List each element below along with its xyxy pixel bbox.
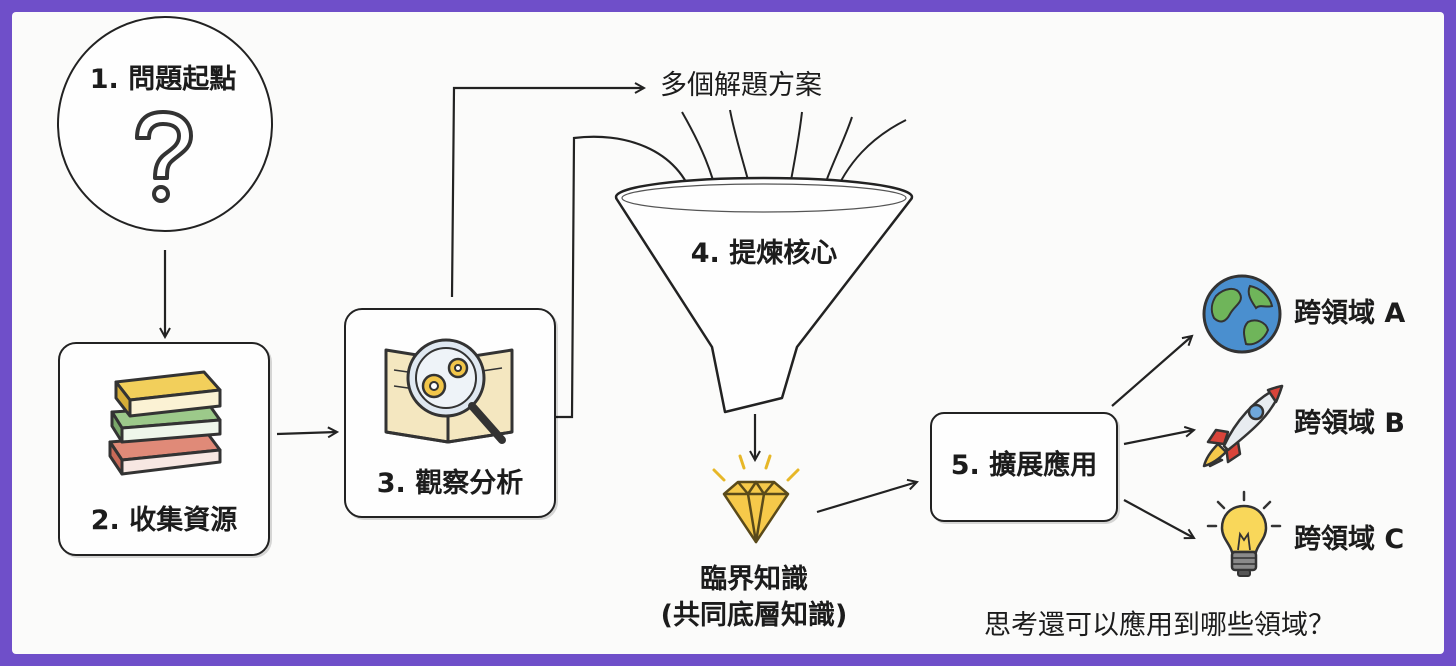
book-stack-icon bbox=[100, 360, 230, 489]
step4-label: 4. 提煉核心 bbox=[690, 238, 838, 269]
arrow-5-to-B bbox=[1123, 430, 1194, 446]
lightbulb-icon bbox=[1204, 490, 1284, 588]
diamond-icon bbox=[700, 450, 812, 554]
critical-knowledge-subtitle: (共同底層知識) bbox=[660, 600, 848, 631]
arrow-diamond-to-5 bbox=[816, 482, 917, 514]
step2-label: 2. 收集資源 bbox=[90, 505, 238, 536]
domain-c-label: 跨領域 C bbox=[1294, 524, 1405, 555]
footer-question: 思考還可以應用到哪些領域？ bbox=[984, 610, 1335, 641]
magnifier-book-icon bbox=[382, 330, 522, 454]
arrow-5-to-A bbox=[1111, 336, 1192, 407]
step5-label: 5. 擴展應用 bbox=[950, 450, 1098, 481]
step3-label: 3. 觀察分析 bbox=[376, 468, 524, 499]
diagram-canvas: 1. 問題起點 2. 收集資源 bbox=[12, 12, 1444, 654]
solutions-label: 多個解題方案 bbox=[660, 70, 822, 101]
domain-b-label: 跨領域 B bbox=[1294, 408, 1405, 439]
step1-label: 1. 問題起點 bbox=[89, 64, 237, 95]
domain-a-label: 跨領域 A bbox=[1294, 298, 1406, 329]
globe-icon bbox=[1200, 272, 1284, 360]
arrow-3-to-solutions bbox=[450, 88, 644, 298]
arrow-2-to-3 bbox=[276, 432, 337, 434]
connector-layer bbox=[12, 12, 1444, 654]
question-mark-icon bbox=[129, 108, 197, 212]
arrow-5-to-C bbox=[1123, 499, 1194, 538]
rocket-icon bbox=[1198, 380, 1288, 474]
step5-box bbox=[930, 412, 1118, 522]
critical-knowledge-title: 臨界知識 bbox=[700, 564, 808, 595]
funnel-icon bbox=[614, 176, 914, 414]
